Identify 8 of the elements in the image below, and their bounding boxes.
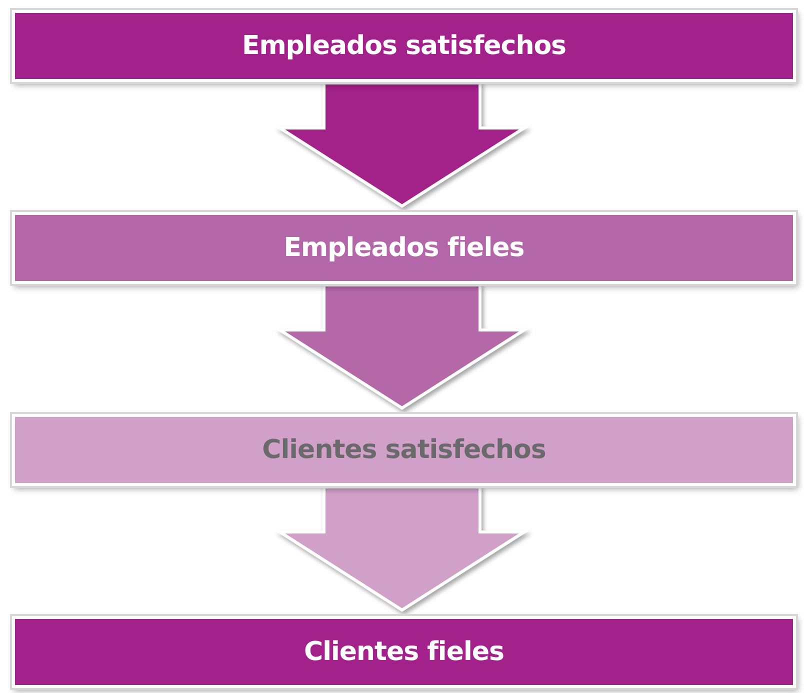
stage-label: Clientes satisfechos <box>262 435 546 465</box>
stage-box <box>12 212 796 284</box>
stage-label: Empleados satisfechos <box>242 31 566 61</box>
stage-label: Empleados fieles <box>284 233 524 263</box>
stage-label: Clientes fieles <box>304 637 504 667</box>
stage-box <box>12 414 796 486</box>
stage-box <box>12 616 796 688</box>
stage-box <box>12 10 796 82</box>
